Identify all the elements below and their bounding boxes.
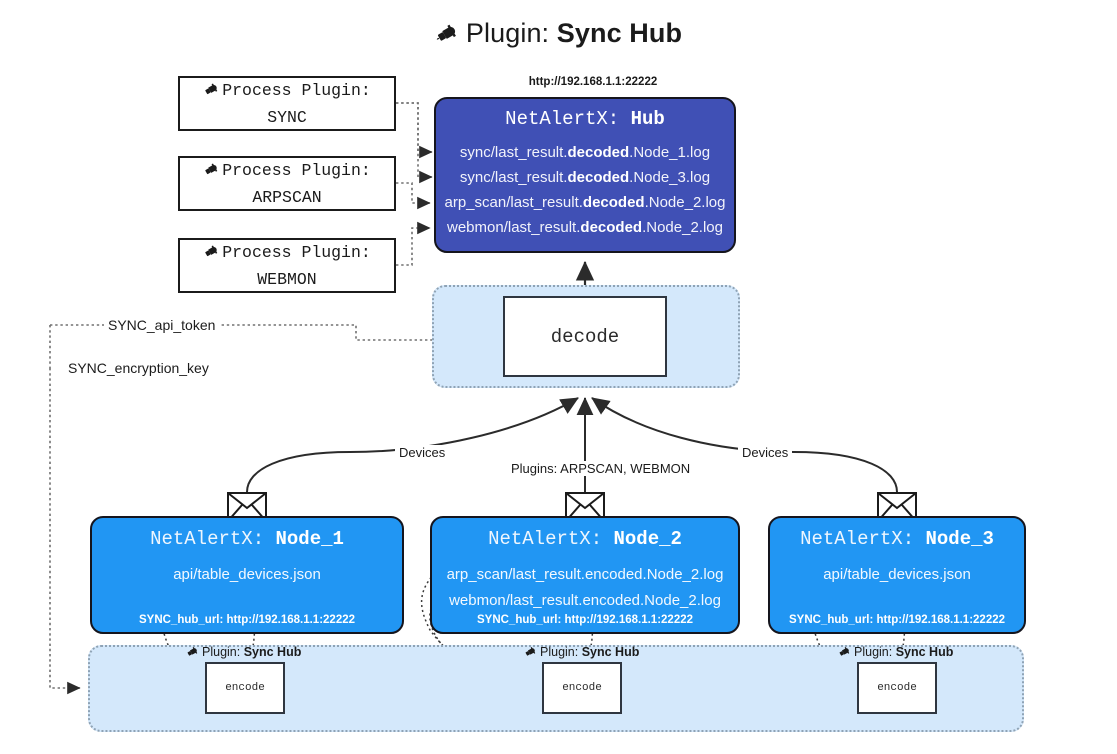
node-line: api/table_devices.json [823,566,971,583]
node-title: NetAlertX: Node_1 [92,528,402,550]
node-line-list: arp_scan/last_result.encoded.Node_2.log … [432,562,738,614]
encoder-caption-2: Plugin: Sync Hub [524,645,639,661]
hub-log-line: sync/last_result.decoded.Node_1.log [436,140,734,165]
edge-label-devices-right: Devices [738,445,793,460]
process-plugin-caption-text: Process Plugin: [222,80,371,100]
node-box-node-1[interactable]: NetAlertX: Node_1 api/table_devices.json… [90,516,404,634]
hub-title-prefix: NetAlertX: [505,108,631,130]
node-title-prefix: NetAlertX: [150,528,276,550]
hub-log-line: sync/last_result.decoded.Node_3.log [436,165,734,190]
node-title: NetAlertX: Node_2 [432,528,738,550]
node-hub-url: SYNC_hub_url: http://192.168.1.1:22222 [138,614,356,626]
process-plugin-name: WEBMON [257,269,317,289]
encoder-caption-prefix: Plugin: [540,645,582,659]
page-title-prefix: Plugin: [465,18,557,48]
plug-icon [203,160,221,185]
process-plugin-box-arpscan[interactable]: Process Plugin: ARPSCAN [178,156,396,211]
sync-encryption-key-label: SYNC_encryption_key [64,360,213,376]
encoder-caption-1: Plugin: Sync Hub [186,645,301,661]
node-title: NetAlertX: Node_3 [770,528,1024,550]
encoder-caption-prefix: Plugin: [854,645,896,659]
hub-title: NetAlertX: Hub [436,108,734,130]
node-line-list: api/table_devices.json [92,562,402,588]
node-title-prefix: NetAlertX: [800,528,926,550]
node-title-name: Node_3 [925,528,994,550]
page-title: Plugin: Sync Hub [0,18,1117,52]
node-line: webmon/last_result.encoded.Node_2.log [449,592,721,609]
hub-log-post: .Node_1.log [629,144,711,161]
plug-icon [838,645,852,661]
plug-icon [203,242,221,267]
hub-url-label: http://192.168.1.1:22222 [528,76,658,88]
process-plugin-name: ARPSCAN [252,187,322,207]
node-line: api/table_devices.json [173,566,321,583]
hub-node[interactable]: NetAlertX: Hub sync/last_result.decoded.… [434,97,736,253]
encoder-caption-name: Sync Hub [243,645,302,659]
node-title-name: Node_2 [613,528,682,550]
encoder-caption-3: Plugin: Sync Hub [838,645,953,661]
decode-box[interactable]: decode [503,296,667,377]
plug-icon [203,80,221,105]
sync-api-token-label: SYNC_api_token [104,317,220,333]
hub-log-pre: sync/last_result. [459,144,568,161]
edge-label-plugins: Plugins: ARPSCAN, WEBMON [507,461,695,476]
node-hub-url: SYNC_hub_url: http://192.168.1.1:22222 [788,614,1006,626]
process-plugin-caption-text: Process Plugin: [222,160,371,180]
hub-log-line: arp_scan/last_result.decoded.Node_2.log [436,190,734,215]
encode-box-2[interactable]: encode [542,662,622,714]
node-line: arp_scan/last_result.encoded.Node_2.log [446,566,724,583]
node-box-node-2[interactable]: NetAlertX: Node_2 arp_scan/last_result.e… [430,516,740,634]
node-hub-url: SYNC_hub_url: http://192.168.1.1:22222 [476,614,694,626]
hub-log-post: .Node_3.log [629,169,711,186]
page-title-name: Sync Hub [556,18,683,48]
encoder-caption-prefix: Plugin: [202,645,244,659]
hub-log-pre: arp_scan/last_result. [444,194,583,211]
process-plugin-caption: Process Plugin: [203,240,371,267]
hub-log-em: decoded [567,144,630,161]
process-plugin-box-webmon[interactable]: Process Plugin: WEBMON [178,238,396,293]
encode-box-1[interactable]: encode [205,662,285,714]
process-plugin-caption: Process Plugin: [203,158,371,185]
hub-log-pre: sync/last_result. [459,169,568,186]
hub-log-post: .Node_2.log [642,219,723,236]
edge-label-devices-left: Devices [395,445,450,460]
node-box-node-3[interactable]: NetAlertX: Node_3 api/table_devices.json… [768,516,1026,634]
hub-title-name: Hub [630,108,665,130]
process-plugin-caption: Process Plugin: [203,78,371,105]
process-plugin-box-sync[interactable]: Process Plugin: SYNC [178,76,396,131]
node-title-name: Node_1 [275,528,344,550]
hub-log-line: webmon/last_result.decoded.Node_2.log [436,215,734,240]
node-title-prefix: NetAlertX: [488,528,614,550]
encoder-caption-name: Sync Hub [581,645,640,659]
encoder-caption-name: Sync Hub [895,645,954,659]
process-plugin-caption-text: Process Plugin: [222,242,371,262]
hub-log-list: sync/last_result.decoded.Node_1.log sync… [436,140,734,240]
hub-log-post: .Node_2.log [644,194,726,211]
hub-log-em: decoded [580,219,643,236]
hub-log-em: decoded [582,194,645,211]
plug-icon [435,21,461,52]
node-line-list: api/table_devices.json [770,562,1024,588]
hub-log-em: decoded [567,169,630,186]
process-plugin-name: SYNC [267,107,307,127]
plug-icon [186,645,200,661]
hub-log-pre: webmon/last_result. [447,219,581,236]
encode-box-3[interactable]: encode [857,662,937,714]
plug-icon [524,645,538,661]
